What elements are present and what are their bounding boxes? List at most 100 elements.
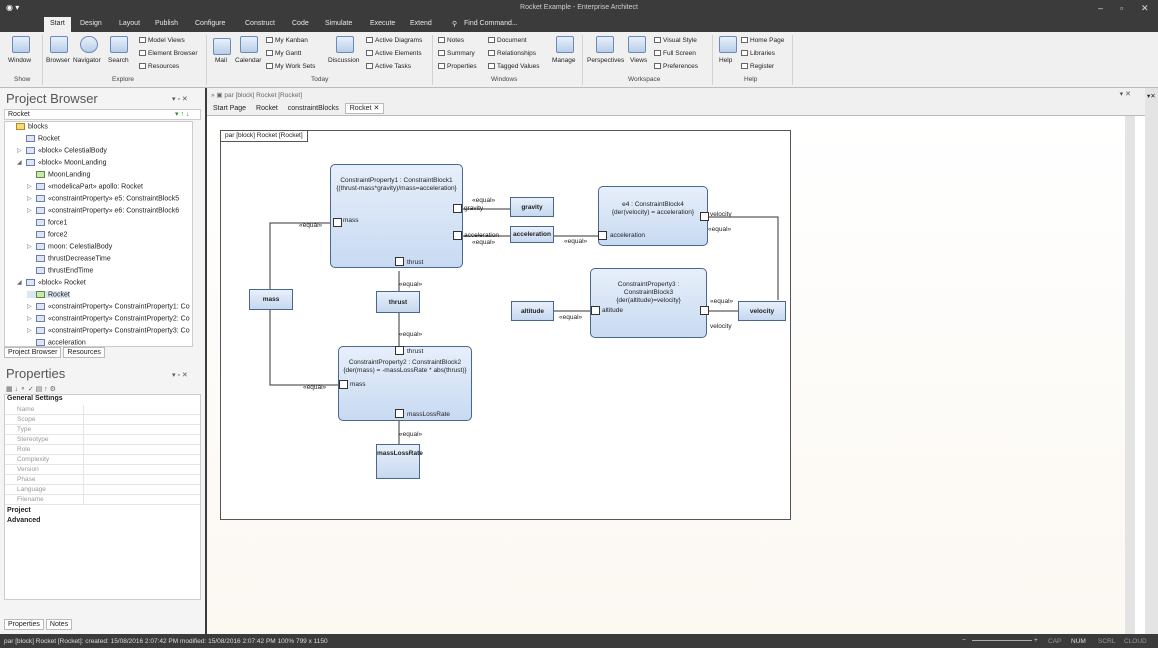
model-views-button[interactable]: Model Views bbox=[139, 37, 185, 44]
tree-item[interactable]: ▷«constraintProperty» ConstraintProperty… bbox=[27, 303, 190, 310]
constraint-property-1[interactable]: ConstraintProperty1 : ConstraintBlock1 {… bbox=[330, 164, 463, 268]
tree-item[interactable]: ◢«block» Rocket bbox=[17, 279, 86, 286]
tree-item[interactable]: thrustDecreaseTime bbox=[27, 255, 111, 262]
velocity-box[interactable]: velocity bbox=[738, 301, 786, 321]
app-menu-button[interactable]: ◉ ▾ bbox=[6, 3, 20, 12]
property-row[interactable]: Scope bbox=[5, 415, 200, 425]
tab-constraint-blocks[interactable]: constraintBlocks bbox=[287, 105, 339, 112]
advanced-section[interactable]: Advanced bbox=[7, 517, 41, 524]
expand-toggle-icon[interactable]: ▷ bbox=[27, 208, 32, 215]
tab-publish[interactable]: Publish bbox=[155, 20, 178, 27]
views-button[interactable]: Views bbox=[630, 57, 648, 64]
tab-construct[interactable]: Construct bbox=[245, 20, 275, 27]
preferences-button[interactable]: Preferences bbox=[654, 63, 698, 70]
discussion-button[interactable]: Discussion bbox=[328, 57, 360, 64]
perspectives-icon[interactable] bbox=[596, 36, 614, 53]
cp1-port-mass[interactable] bbox=[333, 218, 342, 227]
property-row[interactable]: Version bbox=[5, 465, 200, 475]
browser-button[interactable]: Browser bbox=[46, 57, 70, 64]
zoom-in-button[interactable]: + bbox=[1034, 637, 1038, 644]
expand-toggle-icon[interactable]: ◢ bbox=[17, 280, 22, 287]
register-button[interactable]: Register bbox=[741, 63, 774, 70]
tagged-values-button[interactable]: Tagged Values bbox=[488, 63, 540, 70]
general-settings-section[interactable]: General Settings bbox=[7, 395, 63, 402]
tree-item[interactable]: Rocket bbox=[27, 291, 70, 299]
constraint-e4[interactable]: e4 : ConstraintBlock4 {der(velocity) = a… bbox=[598, 186, 708, 246]
tab-properties[interactable]: Properties bbox=[4, 619, 44, 630]
manage-icon[interactable] bbox=[556, 36, 574, 53]
tree-item[interactable]: ◢«block» MoonLanding bbox=[17, 159, 107, 166]
tree-item[interactable]: force2 bbox=[27, 231, 67, 238]
tree-item[interactable]: acceleration bbox=[27, 339, 86, 346]
libraries-button[interactable]: Libraries bbox=[741, 50, 775, 57]
tab-resources[interactable]: Resources bbox=[63, 347, 105, 358]
acceleration-box[interactable]: acceleration bbox=[510, 226, 554, 243]
property-row[interactable]: Type bbox=[5, 425, 200, 435]
tree-item[interactable]: ▷«block» CelestialBody bbox=[17, 147, 107, 154]
close-button[interactable]: ✕ bbox=[1141, 3, 1149, 13]
doc-window-controls[interactable]: ▾ ✕ bbox=[1119, 91, 1131, 98]
tab-extend[interactable]: Extend bbox=[410, 20, 432, 27]
tab-code[interactable]: Code bbox=[292, 20, 309, 27]
property-row[interactable]: Filename bbox=[5, 495, 200, 505]
cp3-port-altitude[interactable] bbox=[591, 306, 600, 315]
tree-item[interactable]: ▷«constraintProperty» ConstraintProperty… bbox=[27, 327, 190, 334]
active-tasks-button[interactable]: Active Tasks bbox=[366, 63, 411, 70]
browser-icon[interactable] bbox=[50, 36, 68, 53]
property-row[interactable]: Name bbox=[5, 405, 200, 415]
tab-start-page[interactable]: Start Page bbox=[213, 105, 247, 112]
tree-item[interactable]: ▷«constraintProperty» ConstraintProperty… bbox=[27, 315, 190, 322]
maximize-button[interactable]: ▫ bbox=[1120, 3, 1124, 13]
tab-execute[interactable]: Execute bbox=[370, 20, 396, 27]
expand-toggle-icon[interactable]: ▷ bbox=[27, 184, 32, 191]
expand-toggle-icon[interactable]: ▷ bbox=[27, 316, 32, 323]
tree-item[interactable]: blocks bbox=[7, 123, 48, 130]
e4-port-velocity[interactable] bbox=[700, 212, 709, 221]
full-screen-button[interactable]: Full Screen bbox=[654, 50, 696, 57]
breadcrumb[interactable]: » ▣ par [block] Rocket [Rocket] bbox=[211, 92, 303, 99]
diagram-scrollbar[interactable] bbox=[1125, 116, 1135, 634]
mail-icon[interactable] bbox=[213, 38, 231, 55]
calendar-icon[interactable] bbox=[240, 36, 258, 53]
discussion-icon[interactable] bbox=[336, 36, 354, 53]
tree-item[interactable]: thrustEndTime bbox=[27, 267, 93, 274]
views-icon[interactable] bbox=[628, 36, 646, 53]
property-row[interactable]: Stereotype bbox=[5, 435, 200, 445]
help-button[interactable]: Help bbox=[719, 57, 733, 64]
gravity-box[interactable]: gravity bbox=[510, 197, 554, 217]
tab-rocket-active[interactable]: Rocket ✕ bbox=[344, 103, 385, 114]
active-diagrams-button[interactable]: Active Diagrams bbox=[366, 37, 422, 44]
constraint-property-3[interactable]: ConstraintProperty3 : ConstraintBlock3 {… bbox=[590, 268, 707, 338]
tab-start[interactable]: Start bbox=[44, 17, 71, 32]
manage-button[interactable]: Manage bbox=[552, 57, 576, 64]
thrust-box[interactable]: thrust bbox=[376, 291, 420, 313]
browser-root-selector[interactable]: Rocket ▾ ↑ ↓ bbox=[4, 109, 201, 120]
relationships-button[interactable]: Relationships bbox=[488, 50, 536, 57]
cp1-port-thrust[interactable] bbox=[395, 257, 404, 266]
diagram-frame[interactable]: par [block] Rocket [Rocket] ConstraintPr… bbox=[220, 130, 791, 520]
masslossrate-box[interactable]: massLossRate bbox=[376, 444, 423, 479]
tree-item[interactable]: ▷moon: CelestialBody bbox=[27, 243, 112, 250]
perspectives-button[interactable]: Perspectives bbox=[587, 57, 625, 64]
summary-button[interactable]: Summary bbox=[438, 50, 475, 57]
document-button[interactable]: Document bbox=[488, 37, 527, 44]
tree-item[interactable]: Rocket bbox=[17, 135, 60, 142]
zoom-out-button[interactable]: − bbox=[962, 637, 966, 644]
mass-box[interactable]: mass bbox=[249, 289, 293, 310]
dock-controls[interactable]: ▾✕ bbox=[1147, 93, 1156, 100]
tab-simulate[interactable]: Simulate bbox=[325, 20, 353, 27]
cp2-port-thrust[interactable] bbox=[395, 346, 404, 355]
element-browser-button[interactable]: Element Browser bbox=[139, 50, 198, 57]
tree-item[interactable]: ▷«constraintProperty» e5: ConstraintBloc… bbox=[27, 195, 179, 202]
cp3-port-velocity[interactable] bbox=[700, 306, 709, 315]
property-row[interactable]: Language bbox=[5, 485, 200, 495]
altitude-box[interactable]: altitude bbox=[511, 301, 554, 321]
minimize-button[interactable]: – bbox=[1098, 3, 1104, 13]
e4-port-acceleration[interactable] bbox=[598, 231, 607, 240]
expand-toggle-icon[interactable]: ◢ bbox=[17, 160, 22, 167]
panel-menu-icon[interactable]: ▾ ▫ ✕ bbox=[172, 372, 188, 379]
arrow-icons[interactable]: ▾ ↑ ↓ bbox=[175, 111, 190, 118]
expand-toggle-icon[interactable]: ▷ bbox=[17, 148, 22, 155]
tab-project-browser[interactable]: Project Browser bbox=[4, 347, 62, 358]
